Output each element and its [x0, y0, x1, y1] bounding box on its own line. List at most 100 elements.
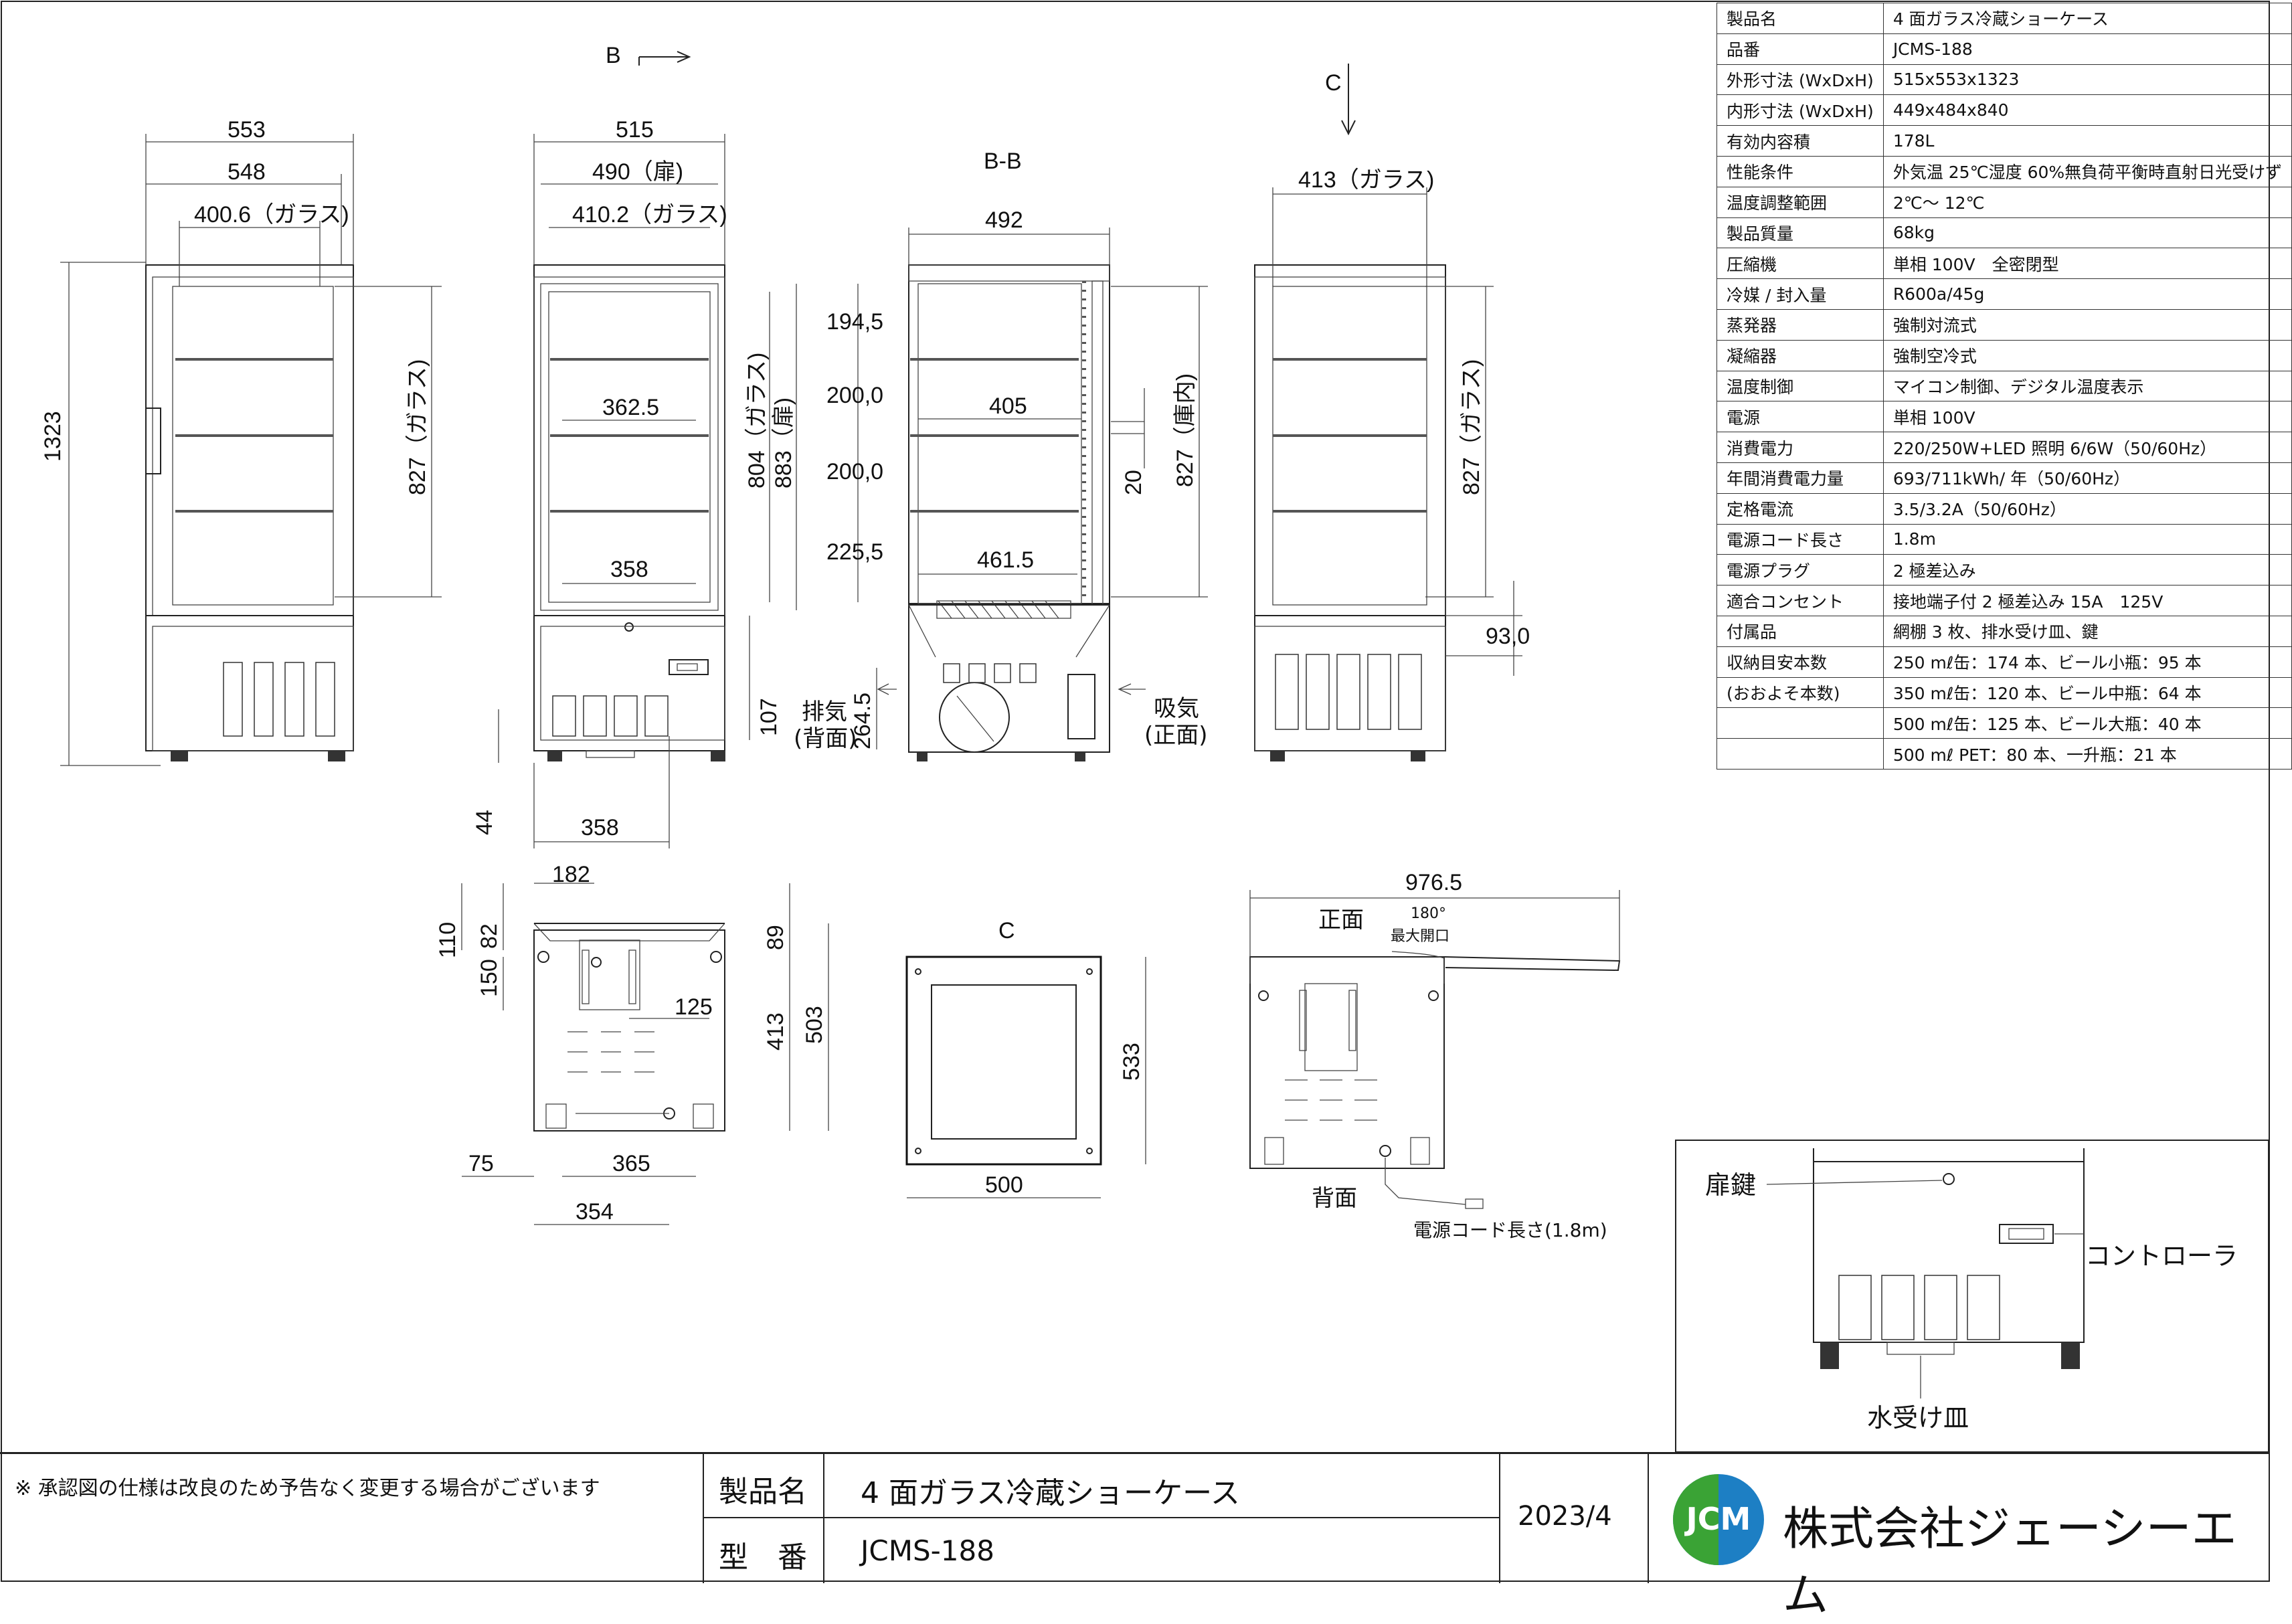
intake-label: 吸気 (正面): [1144, 695, 1208, 749]
model-label: 型 番: [719, 1540, 807, 1574]
spec-value: 単相 100V: [1882, 401, 2292, 433]
plan-angle-note: 最大開口: [1391, 928, 1449, 945]
dim-358-shelf: 358: [610, 557, 648, 582]
spec-value: 網棚 3 枚、排水受け皿、鍵: [1882, 615, 2292, 647]
dim-75: 75: [468, 1151, 494, 1176]
dim-553: 553: [228, 117, 266, 143]
dim-827-inner: 827（庫内): [1172, 373, 1198, 487]
dim-827-glass-right: 827（ガラス): [1459, 359, 1484, 495]
dim-976-5: 976.5: [1405, 870, 1462, 895]
spec-value: 4 面ガラス冷蔵ショーケース: [1882, 3, 2292, 34]
dim-182: 182: [552, 862, 590, 887]
spec-key: 収納目安本数: [1716, 646, 1884, 678]
b-section-arrow: [638, 51, 691, 66]
spec-value: 外気温 25℃湿度 60%無負荷平衡時直射日光受けず: [1882, 155, 2292, 187]
dim-503: 503: [802, 1006, 827, 1044]
exhaust-line2: (背面): [794, 725, 857, 752]
spec-key: 定格電流: [1716, 492, 1884, 525]
intake-line2: (正面): [1144, 722, 1208, 749]
dim-533: 533: [1119, 1043, 1144, 1081]
spec-key: 温度調整範囲: [1716, 186, 1884, 218]
spec-value: 500 mℓ缶：125 本、ビール大瓶：40 本: [1882, 707, 2292, 739]
spec-value: 350 mℓ缶：120 本、ビール中瓶：64 本: [1882, 676, 2292, 709]
dim-490-door: 490（扉): [592, 159, 683, 185]
dim-110: 110: [435, 922, 460, 958]
detail-door-key: 扉鍵: [1705, 1170, 1756, 1200]
spec-value: 接地端子付 2 極差込み 15A 125V: [1882, 585, 2292, 616]
spec-row: 蒸発器強制対流式: [1716, 308, 2292, 341]
spec-row: 電源単相 100V: [1716, 401, 2292, 433]
dim-883-door: 883（扉): [771, 397, 796, 488]
dim-93-0: 93,0: [1486, 624, 1530, 649]
c-section-label: C: [1325, 70, 1342, 96]
spec-value: 3.5/3.2A（50/60Hz）: [1882, 492, 2292, 525]
name-value: 4 面ガラス冷蔵ショーケース: [861, 1476, 1240, 1510]
company-cell: JCM 株式会社ジェーシーエム: [1648, 1454, 2269, 1622]
dim-548: 548: [228, 159, 266, 185]
logo-text: JCM: [1686, 1501, 1751, 1537]
spec-row: 500 mℓ PET：80 本、一升瓶：21 本: [1716, 738, 2292, 770]
spec-key: 蒸発器: [1716, 308, 1884, 341]
spec-key: 適合コンセント: [1716, 585, 1884, 616]
spec-row: 凝縮器強制空冷式: [1716, 339, 2292, 371]
c-section-arrow: [1341, 64, 1356, 136]
spec-value: 220/250W+LED 照明 6/6W（50/60Hz）: [1882, 432, 2292, 463]
dim-461-5: 461.5: [977, 547, 1034, 573]
bottom-view: 182 110 82 150 125 89 413 503 75 365 354: [435, 862, 829, 1225]
model-value: JCMS-188: [861, 1534, 994, 1567]
cord-length-label: 電源コード長さ(1.8m): [1413, 1219, 1607, 1241]
model-label-cell: 型 番: [703, 1518, 823, 1583]
c-view-label: C: [998, 918, 1015, 943]
spec-key: 圧縮機: [1716, 248, 1884, 280]
exhaust-label: 排気 (背面): [794, 699, 857, 752]
section-view: 492 194,5 200,0 200,0 225,5 405 461.5 20…: [794, 207, 1208, 761]
name-label: 製品名: [719, 1475, 807, 1509]
top-view: C 533 500: [905, 918, 1146, 1198]
issue-date: 2023/4: [1518, 1501, 1612, 1532]
dim-492: 492: [985, 207, 1023, 233]
spec-key: [1716, 738, 1884, 770]
spec-value: R600a/45g: [1882, 278, 2292, 310]
dim-405: 405: [989, 393, 1027, 419]
dim-413: 413: [763, 1012, 788, 1051]
front-view: 515 490（扉) 410.2（ガラス) 362.5 358 804（ガラス)…: [472, 117, 797, 848]
spec-row: 性能条件外気温 25℃湿度 60%無負荷平衡時直射日光受けず: [1716, 155, 2292, 187]
spec-key: [1716, 707, 1884, 739]
spec-value: 単相 100V 全密閉型: [1882, 248, 2292, 280]
drawing-sheet: B B-B C 553 548 400.6（ガラス) 1323 827（ガラス): [1, 1, 2270, 1582]
spec-key: (おおよそ本数): [1716, 676, 1884, 709]
spec-value: 強制空冷式: [1882, 339, 2292, 371]
side-view: 553 548 400.6（ガラス) 1323 827（ガラス): [40, 117, 442, 766]
title-block: ※ 承認図の仕様は改良のため予告なく変更する場合がございます 製品名 4 面ガラ…: [0, 1452, 2269, 1622]
dim-200-b: 200,0: [826, 459, 883, 484]
dim-264-5: 264.5: [850, 693, 875, 749]
spec-key: 製品名: [1716, 3, 1884, 34]
spec-key: 有効内容積: [1716, 125, 1884, 157]
detail-view: 扉鍵 コントローラ 水受け皿: [1675, 1140, 2269, 1453]
dim-1323: 1323: [40, 411, 66, 462]
spec-row: (おおよそ本数)350 mℓ缶：120 本、ビール中瓶：64 本: [1716, 676, 2292, 709]
company-name: 株式会社ジェーシーエム: [1783, 1503, 2237, 1622]
spec-value: 強制対流式: [1882, 308, 2292, 341]
dim-44: 44: [472, 810, 497, 835]
plan-view: 976.5 正面 180° 最大開口 背面 電源コード長さ(1.8m): [1249, 870, 1621, 1241]
spec-row: 付属品網棚 3 枚、排水受け皿、鍵: [1716, 615, 2292, 647]
dim-413-glass: 413（ガラス): [1298, 167, 1434, 193]
spec-value: 449x484x840: [1882, 94, 2292, 126]
dim-107: 107: [756, 698, 782, 736]
dim-500: 500: [985, 1172, 1023, 1198]
model-value-cell: JCMS-188: [823, 1518, 1499, 1583]
spec-key: 内形寸法 (WxDxH): [1716, 94, 1884, 126]
spec-key: 年間消費電力量: [1716, 462, 1884, 494]
spec-key: 品番: [1716, 33, 1884, 65]
plan-front-label: 正面: [1318, 907, 1364, 933]
date-cell: 2023/4: [1499, 1454, 1648, 1583]
